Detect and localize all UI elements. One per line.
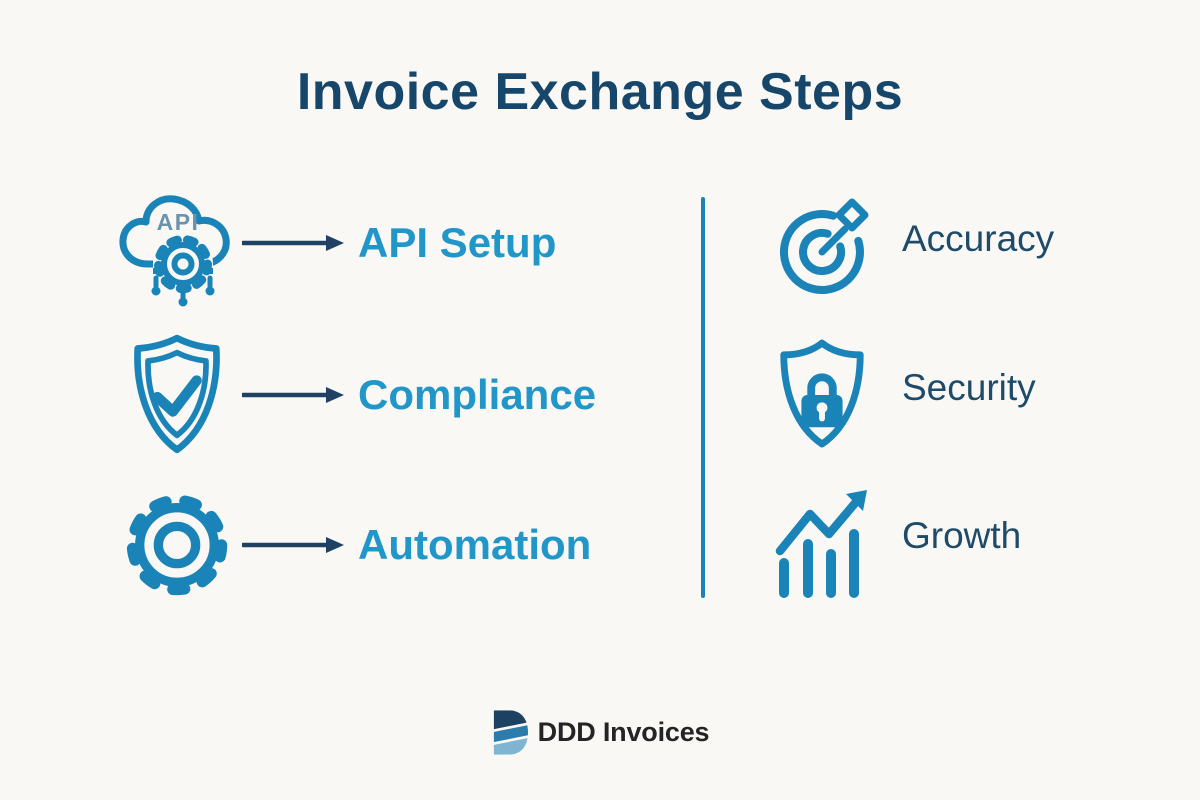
divider-line [701,197,705,598]
brand-logo-mark-icon [493,710,528,755]
step-row-api-setup: API API Setup [112,178,556,308]
gear-icon [112,480,242,610]
arrow-icon [240,384,344,406]
shield-lock-icon [772,337,872,450]
growth-chart-icon [772,483,872,601]
api-icon-label: API [157,209,200,235]
benefit-label: Accuracy [902,218,1055,259]
benefit-label: Growth [902,514,1022,556]
cloud-api-gear-icon: API [112,178,242,308]
step-label: Automation [358,521,592,568]
benefit-row-security: Security [772,336,1036,451]
arrow-icon [240,232,344,254]
brand-name: DDD Invoices [537,717,710,747]
benefit-row-growth: Growth [772,484,1021,599]
step-label: Compliance [358,371,597,418]
target-dart-icon [772,195,872,295]
benefit-label: Security [902,366,1036,408]
step-row-automation: Automation [112,480,591,610]
benefit-row-accuracy: Accuracy [772,190,1054,300]
page-title: Invoice Exchange Steps [296,63,904,121]
brand-logo: DDD Invoices [0,710,1200,755]
step-row-compliance: Compliance [112,330,596,460]
step-label: API Setup [358,219,557,266]
arrow-icon [240,534,344,556]
shield-check-icon [112,330,242,460]
